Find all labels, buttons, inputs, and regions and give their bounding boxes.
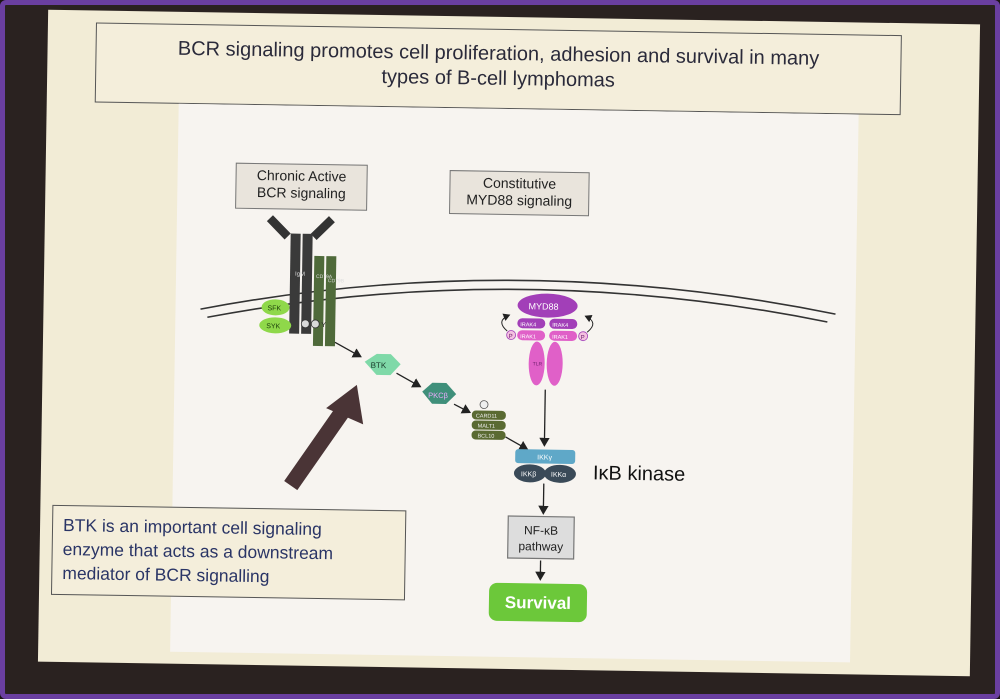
callout-line-3: mediator of BCR signalling — [62, 563, 270, 587]
signaling-diagram: Chronic Active BCR signaling Constitutiv… — [170, 103, 859, 663]
nfkb-line-2: pathway — [518, 539, 563, 554]
btk-node — [364, 353, 401, 376]
cd79b-label: CD79B — [328, 278, 345, 284]
irak4-right-label: IRAK4 — [552, 323, 568, 329]
myd88-label: MYD88 — [529, 301, 559, 311]
bcl10-label: BCL10 — [477, 434, 494, 440]
card11-node — [471, 410, 506, 420]
ikk-gamma-label: IKKγ — [537, 454, 552, 461]
survival-box — [488, 582, 588, 623]
pathway-svg: IgM CD79A CD79B Y SFK SYK BTK — [200, 215, 836, 623]
nfkb-line-1: NF-κB — [524, 523, 558, 538]
ikk-beta-label: IKKβ — [521, 471, 536, 478]
bcl10-node — [471, 430, 506, 440]
tlr-label: TLR — [533, 361, 543, 367]
malt1-label: MALT1 — [478, 424, 495, 430]
btk-label: BTK — [371, 361, 387, 370]
igm-label: IgM — [295, 272, 305, 278]
btk-callout-box: BTK is an important cell signaling enzym… — [50, 504, 407, 601]
irak-phospho-left: P — [509, 334, 513, 340]
myd88-complex: MYD88 IRAK4 IRAK4 IRAK1 IRAK1 P P — [501, 293, 594, 386]
irak1-right-label: IRAK1 — [552, 335, 568, 341]
nfkb-box — [507, 515, 575, 560]
ikk-complex: IKKγ IKKβ IKKα — [513, 449, 576, 483]
tyr-label: Y — [321, 322, 326, 329]
sfk-label: SFK — [267, 305, 281, 312]
callout-arrow-svg — [284, 384, 364, 491]
slide: BCR signaling promotes cell proliferatio… — [37, 9, 981, 677]
syk-label: SYK — [266, 323, 280, 330]
malt1-node — [471, 420, 506, 430]
callout-arrow — [284, 384, 364, 491]
cbm-phospho — [479, 400, 489, 410]
pkc-label: PKCβ — [428, 391, 449, 400]
cd79a-label: CD79A — [316, 274, 333, 280]
pkc-node — [422, 382, 457, 405]
irak1-left-label: IRAK1 — [520, 334, 536, 340]
survival-label: Survival — [505, 593, 571, 613]
sfk-node — [261, 299, 290, 316]
ikk-alpha-label: IKKα — [551, 472, 566, 479]
card11-label: CARD11 — [476, 413, 497, 419]
syk-node — [259, 317, 292, 334]
irak4-left-label: IRAK4 — [520, 322, 536, 328]
bcr-receptor: IgM CD79A CD79B Y — [266, 215, 345, 347]
irak-phospho-right: P — [581, 335, 585, 341]
membrane-outer — [200, 279, 836, 315]
